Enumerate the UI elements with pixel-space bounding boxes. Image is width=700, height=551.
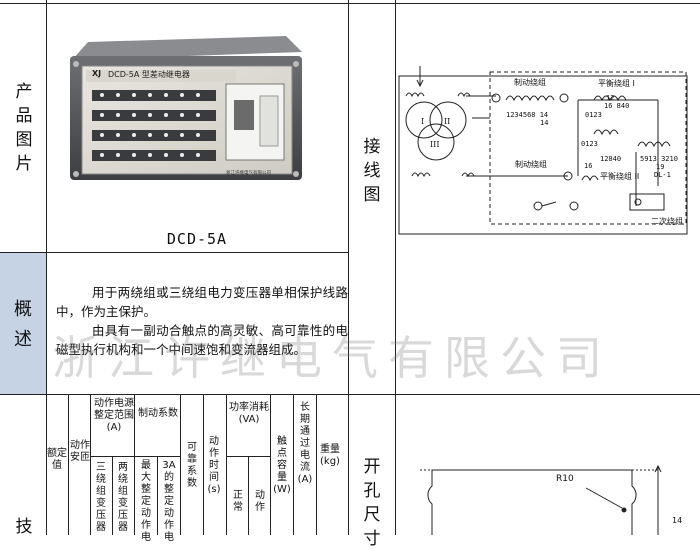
- wiring-balance-taps-1b: 16 840: [604, 102, 630, 110]
- header-weight: 重量(kg): [320, 444, 340, 467]
- wiring-brake-taps: 1234568 14: [506, 111, 549, 119]
- header-long-term-current: 长期通过电流(A): [297, 402, 313, 485]
- header-normal: 正常: [233, 490, 243, 513]
- grid-line: [226, 394, 227, 535]
- wiring-taps-19: 19: [656, 163, 665, 171]
- hole-size-label: 开孔尺寸: [363, 457, 381, 549]
- wiring-balance-winding-1: 平衡绕组 I: [598, 79, 635, 88]
- header-setting-3a: 3A的整定动作电: [162, 460, 176, 543]
- wiring-taps-12840: 12840: [600, 155, 622, 163]
- wiring-diagram: [398, 56, 690, 236]
- wiring-roman-3: III: [430, 140, 440, 149]
- wiring-diagram-label: 接线图: [363, 137, 381, 205]
- grid-line: [316, 394, 317, 535]
- overview-text: 用于两绕组或三绕组电力变压器单相保护线路中，作为主保护。 由具有一副动合触点的高…: [56, 283, 348, 359]
- wiring-roman-2: II: [444, 117, 451, 126]
- overview-paragraph-2: 由具有一副动合触点的高灵敏、高可靠性的电磁型执行机构和一个中间速饱和变流器组成。: [56, 323, 348, 357]
- header-brake-coefficient: 制动系数: [138, 408, 178, 419]
- grid-line: [203, 394, 204, 535]
- wiring-balance-taps-1a: 12: [606, 94, 615, 102]
- wiring-brake-tap-14: 14: [540, 119, 549, 127]
- header-action: 动作: [255, 490, 265, 513]
- technical-label: 技: [15, 517, 33, 537]
- wiring-balance-winding-2: 平衡绕组 II: [600, 172, 640, 181]
- overview-label-cell: [0, 253, 46, 394]
- grid-line: [270, 394, 271, 535]
- grid-line: [90, 456, 180, 457]
- grid-line: [0, 394, 700, 395]
- header-two-winding: 两绕组变压器: [118, 462, 128, 533]
- header-action-time: 动作时间(s): [207, 436, 221, 495]
- hole-drawing: [410, 460, 690, 535]
- hole-drawing-graphic: [420, 464, 662, 535]
- grid-line: [157, 456, 158, 535]
- grid-line: [68, 394, 69, 535]
- header-rated-value: 额定值: [47, 448, 67, 471]
- hole-radius-label: R10: [556, 474, 574, 484]
- grid-line: [112, 456, 113, 535]
- wiring-brake-winding-1: 制动绕组: [514, 78, 546, 87]
- relay-photo-graphic: [70, 36, 302, 180]
- wiring-taps-16: 16: [584, 162, 593, 170]
- grid-line: [90, 394, 91, 535]
- overview-cell: [47, 253, 347, 394]
- grid-line: [0, 3, 700, 4]
- product-caption: DCD-5A: [166, 230, 228, 248]
- grid-line: [180, 394, 181, 535]
- overview-paragraph-1: 用于两绕组或三绕组电力变压器单相保护线路中，作为主保护。: [56, 285, 348, 319]
- faceplate-title: DCD-5A 型差动继电器: [108, 70, 190, 79]
- faceplate-maker: 浙江许继电气有限公司: [226, 171, 271, 176]
- grid-line: [293, 394, 294, 535]
- header-reliability: 可靠系数: [187, 442, 197, 489]
- wiring-roman-1: I: [421, 117, 425, 126]
- grid-line: [248, 456, 249, 535]
- wiring-brake-winding-2: 制动绕组: [515, 160, 547, 169]
- wiring-diagram-graphic: [398, 66, 688, 235]
- grid-line: [348, 0, 349, 535]
- header-current-range: 动作电源整定范围(A): [94, 398, 134, 433]
- grid-line: [134, 394, 135, 535]
- header-contact-capacity: 触点容量(W): [273, 436, 291, 495]
- grid-line: [0, 252, 348, 253]
- wiring-balance-taps-1c: 0123: [585, 111, 602, 119]
- grid-line: [395, 0, 396, 535]
- faceplate-brand: XJ: [92, 69, 102, 78]
- product-image-label: 产品图片: [15, 82, 33, 174]
- hole-dimension-label: 14: [672, 516, 683, 525]
- overview-label: 概述: [14, 299, 32, 350]
- grid-line: [46, 0, 47, 535]
- wiring-secondary-winding: 二次绕组: [651, 217, 683, 226]
- wiring-taps-5913: 5913 3210: [640, 155, 678, 163]
- header-max-setting: 最大整定动作电: [141, 460, 151, 543]
- product-photo: [62, 34, 308, 184]
- wiring-taps-0123: 0123: [581, 140, 598, 148]
- header-action-safety: 动作安匝: [70, 440, 90, 463]
- wiring-dl: DL-1: [654, 171, 671, 179]
- header-three-winding: 三绕组变压器: [96, 462, 106, 533]
- header-power-consumption: 功率消耗(VA): [229, 402, 269, 425]
